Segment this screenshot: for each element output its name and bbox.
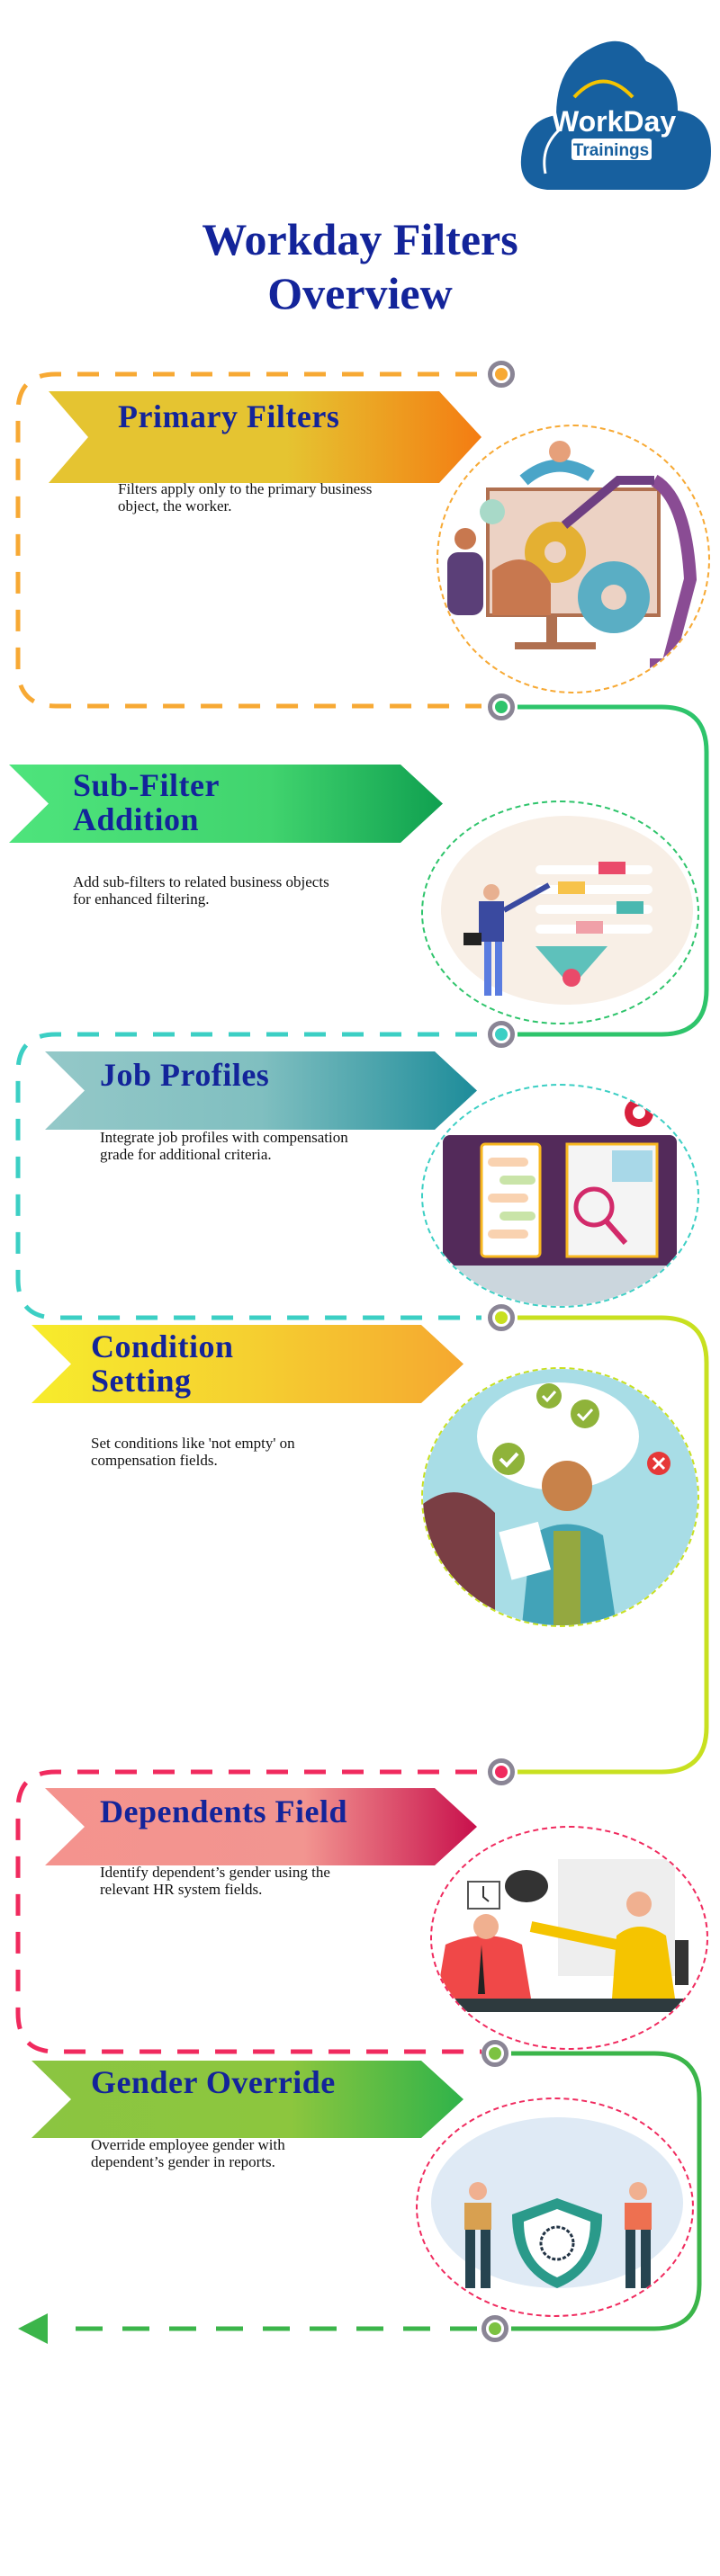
section-title-primary-filters: Primary Filters	[118, 398, 340, 434]
timeline-node-4	[488, 1304, 515, 1331]
timeline-node-3	[488, 1021, 515, 1048]
timeline-node-5	[488, 1758, 515, 1785]
banner-condition-setting	[32, 1325, 464, 1403]
section-title-sub-filter-line-2: Addition	[73, 801, 200, 837]
logo-sub-text: Trainings	[573, 141, 649, 160]
illustration-checklist-approval	[421, 1367, 699, 1627]
section-description-job-profiles: Integrate job profiles with compensation…	[100, 1129, 348, 1163]
section-title-condition-line-1: Condition	[91, 1328, 234, 1364]
end-arrow-icon	[18, 2313, 48, 2344]
page-title-line-2: Overview	[267, 268, 453, 318]
section-description-gender-override: Override employee gender with dependent’…	[91, 2136, 285, 2170]
section-description-dependents-field: Identify dependent’s gender using the re…	[100, 1864, 330, 1898]
section-title-sub-filter-line-1: Sub-Filter	[73, 767, 220, 803]
connector-3-4	[518, 1315, 709, 1775]
section-description-condition: Set conditions like 'not empty' on compe…	[91, 1435, 295, 1469]
timeline-node-1	[488, 361, 515, 388]
section-description-sub-filter: Add sub-filters to related business obje…	[73, 873, 329, 908]
illustration-gears-team	[436, 425, 710, 693]
illustration-security-shield	[416, 2097, 694, 2317]
connector-1-2	[518, 704, 709, 1037]
banner-gender-override	[32, 2061, 464, 2138]
section-title-dependents-field: Dependents Field	[100, 1793, 348, 1829]
connector-6-7	[511, 2051, 702, 2331]
section-description-primary-filters: Filters apply only to the primary busine…	[118, 480, 373, 514]
workday-trainings-logo: WorkDay Trainings	[520, 25, 714, 192]
illustration-office-dispute	[430, 1826, 708, 2050]
logo-brand-text: WorkDay	[552, 105, 676, 138]
section-title-condition-line-2: Setting	[91, 1363, 192, 1399]
section-3-dashed-frame	[15, 1032, 482, 1320]
page-title-line-1: Workday Filters	[202, 214, 518, 264]
timeline-node-2	[488, 693, 515, 720]
timeline-node-6	[482, 2040, 508, 2067]
section-title-gender-override: Gender Override	[91, 2064, 336, 2100]
illustration-job-profile-screen	[421, 1084, 699, 1308]
section-1-dashed-frame	[15, 371, 482, 709]
illustration-funnel-filter	[421, 801, 699, 1024]
banner-primary-filters	[49, 391, 482, 483]
section-5-dashed-frame	[15, 1769, 482, 2054]
banner-dependents-field	[45, 1788, 477, 1865]
banner-sub-filter-addition	[9, 765, 443, 843]
banner-job-profiles	[45, 1051, 477, 1130]
timeline-node-7	[482, 2315, 508, 2342]
section-title-job-profiles: Job Profiles	[100, 1057, 270, 1093]
